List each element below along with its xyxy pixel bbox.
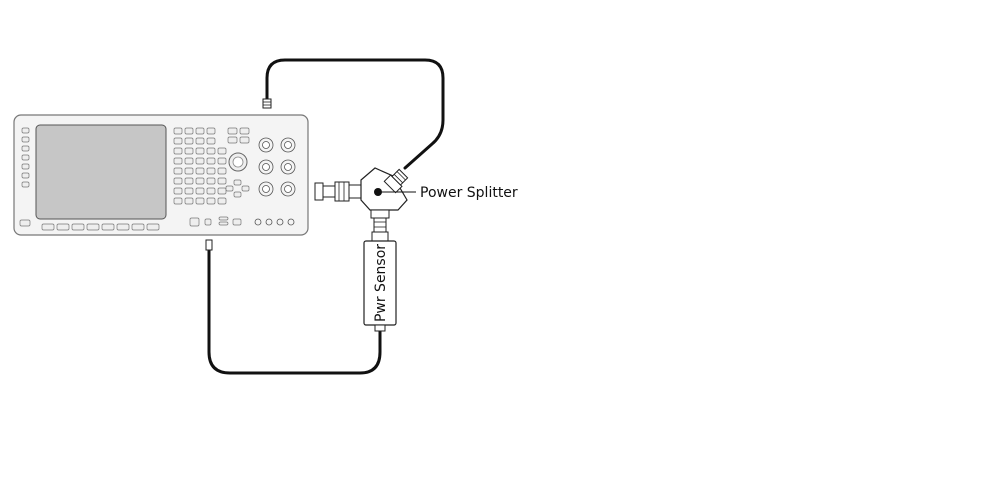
instrument-keypad-key	[173, 157, 183, 165]
instrument-keypad-key	[184, 187, 194, 195]
instrument-keypad-key	[173, 137, 183, 145]
instrument-keypad-key	[206, 187, 216, 195]
splitter-bottom-connector	[370, 209, 390, 233]
instrument-port-inner	[284, 163, 292, 171]
instrument-keypad-key	[173, 187, 183, 195]
splitter-left-connector	[314, 181, 362, 202]
instrument-keypad-key	[206, 197, 216, 205]
instrument-keypad-key	[173, 197, 183, 205]
power-splitter-label: Power Splitter	[420, 185, 518, 201]
instrument-keypad-key	[173, 127, 183, 135]
sensor-cable	[207, 248, 382, 375]
splitter-input-connector	[383, 168, 409, 194]
instrument-keypad-key	[217, 177, 227, 185]
instrument-keypad-key	[173, 147, 183, 155]
instrument-keypad-key	[206, 137, 216, 145]
splitter-body	[360, 167, 408, 211]
instrument-bottom-key	[101, 223, 115, 231]
instrument-keypad-key	[184, 197, 194, 205]
instrument-keypad-key	[184, 137, 194, 145]
instrument-left-key	[21, 181, 30, 188]
instrument-keypad-key	[217, 157, 227, 165]
instrument-small-key	[204, 218, 212, 226]
instrument-keypad-key	[206, 127, 216, 135]
instrument-keypad	[19, 127, 295, 231]
instrument-keypad-key	[195, 167, 205, 175]
instrument-menu-key	[239, 127, 250, 135]
instrument-left-key	[21, 145, 30, 152]
instrument-screen	[35, 124, 167, 220]
instrument-left-key	[21, 154, 30, 161]
instrument-keypad-key	[206, 157, 216, 165]
instrument-keypad-key	[195, 197, 205, 205]
instrument-keypad-key	[206, 177, 216, 185]
pwr-sensor-label: Pwr Sensor	[373, 244, 389, 322]
instrument-arrow-key	[241, 185, 250, 192]
instrument-arrow-key	[225, 185, 234, 192]
instrument-port-inner	[262, 141, 270, 149]
instrument-port-inner	[284, 141, 292, 149]
instrument-bottom-key	[146, 223, 160, 231]
instrument-keypad-key	[184, 167, 194, 175]
instrument-small-key	[232, 218, 242, 226]
power-splitter	[314, 167, 416, 233]
instrument-arrow-key	[233, 179, 242, 186]
instrument-keypad-key	[195, 157, 205, 165]
instrument-keypad-key	[184, 147, 194, 155]
instrument-small-key	[189, 217, 200, 227]
instrument-menu-key	[227, 127, 238, 135]
sensor-top-connector	[371, 231, 389, 242]
instrument-arrow-key	[233, 191, 242, 198]
instrument-bottom-key	[56, 223, 70, 231]
instrument-bottom-port	[265, 218, 273, 226]
power-sensor: Pwr Sensor	[363, 231, 397, 332]
instrument-keypad-key	[195, 137, 205, 145]
instrument-keypad-key	[195, 127, 205, 135]
instrument-small-key	[218, 216, 229, 221]
instrument-port-inner	[262, 163, 270, 171]
instrument-bottom-key	[41, 223, 55, 231]
instrument-connectors	[258, 137, 296, 197]
instrument-keypad-key	[217, 187, 227, 195]
instrument-keypad-key	[206, 167, 216, 175]
instrument-keypad-key	[217, 147, 227, 155]
instrument-keypad-key	[184, 177, 194, 185]
instrument-bottom-key	[116, 223, 130, 231]
rf-output-cable	[265, 58, 445, 170]
instrument-keypad-key	[195, 147, 205, 155]
rf-port-connector	[262, 98, 272, 109]
instrument-keypad-key	[206, 147, 216, 155]
instrument-port-inner	[284, 185, 292, 193]
instrument-menu-key	[239, 136, 250, 144]
instrument-keypad-key	[217, 197, 227, 205]
instrument-bottom-key	[71, 223, 85, 231]
instrument-keypad-key	[173, 167, 183, 175]
instrument-menu-key	[227, 136, 238, 144]
instrument-knob-inner	[232, 156, 244, 168]
instrument-bottom-port	[287, 218, 295, 226]
instrument-left-key	[21, 127, 30, 134]
instrument-keypad-key	[217, 167, 227, 175]
instrument-keypad-key	[195, 187, 205, 195]
instrument-bottom-port	[254, 218, 262, 226]
instrument-small-key	[218, 221, 229, 226]
instrument-left-key	[21, 172, 30, 179]
instrument-keypad-key	[184, 127, 194, 135]
instrument-left-key	[21, 163, 30, 170]
instrument-keypad-key	[195, 177, 205, 185]
instrument-bottom-key	[86, 223, 100, 231]
instrument-power-key	[19, 219, 31, 227]
instrument-keypad-key	[173, 177, 183, 185]
instrument-port-inner	[262, 185, 270, 193]
sensor-port-connector	[205, 239, 213, 251]
sensor-bottom-connector	[374, 324, 386, 332]
instrument-keypad-key	[184, 157, 194, 165]
instrument-bottom-key	[131, 223, 145, 231]
signal-analyzer	[13, 114, 309, 236]
instrument-bottom-port	[276, 218, 284, 226]
instrument-left-key	[21, 136, 30, 143]
